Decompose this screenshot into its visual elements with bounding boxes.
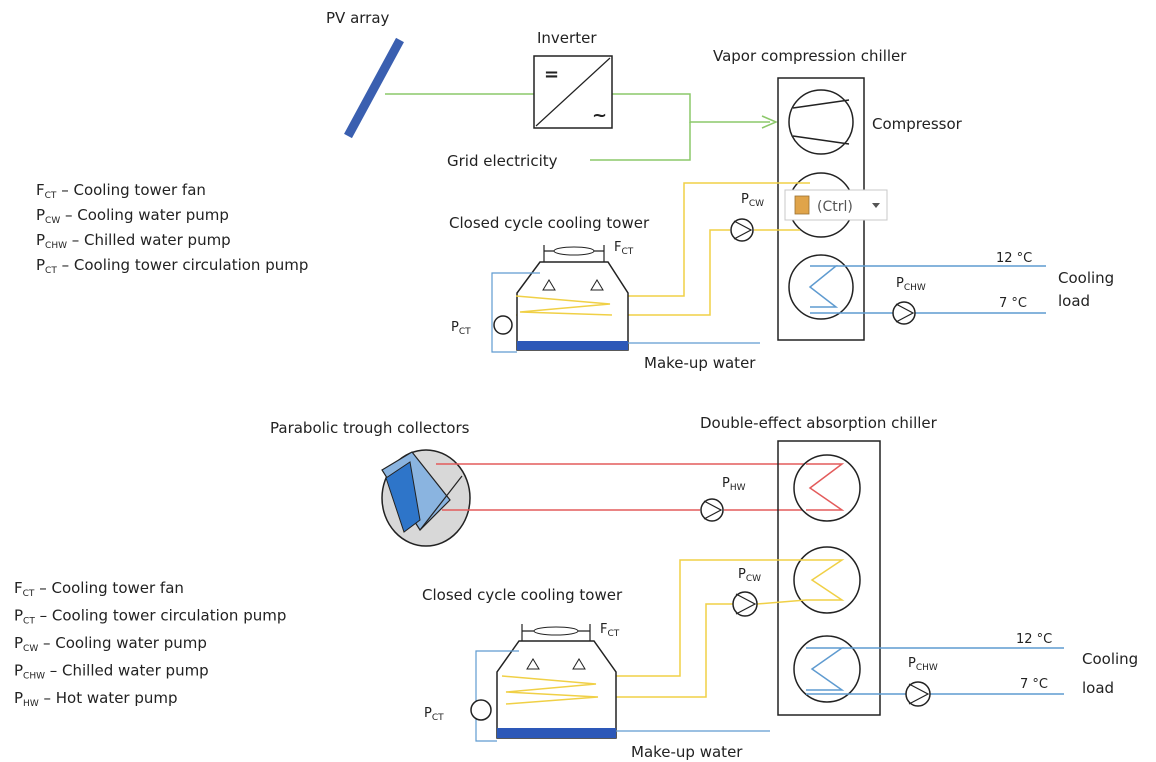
- abs-condenser-coil: [806, 559, 845, 601]
- vc-tower-body: [516, 261, 629, 351]
- vc-cw-pump-arrow-icon: [733, 220, 753, 240]
- abs-temp-7-label: 7 °C: [1020, 677, 1048, 692]
- pv-array-panel: [344, 37, 404, 139]
- abs-tower-coil: [501, 675, 599, 705]
- top-legend-item: PCW – Cooling water pump: [36, 206, 229, 226]
- vc-tower-spray-left-icon: [542, 279, 556, 291]
- abs-cooling-load-label-1: Cooling: [1082, 650, 1138, 668]
- inverter-diagonal: [535, 57, 611, 127]
- vc-tower-basin: [517, 341, 628, 350]
- vc-temp-12-label: 12 °C: [996, 251, 1032, 266]
- abs-cw-pump-label: PCW: [738, 567, 761, 584]
- parabolic-trough-collector: [381, 449, 471, 547]
- vc-cw-pump-label: PCW: [741, 192, 764, 209]
- pv-array-label: PV array: [326, 9, 390, 27]
- abs-makeup-label: Make-up water: [631, 743, 743, 761]
- abs-tower-label: Closed cycle cooling tower: [422, 586, 623, 604]
- vc-tower-spray-right-icon: [590, 279, 604, 291]
- abs-evaporator-coil: [806, 647, 845, 691]
- bottom-legend-item: PCT – Cooling tower circulation pump: [14, 607, 286, 627]
- hw-pump-arrow-icon: [703, 500, 723, 520]
- abs-cw-pump-arrow-icon: [735, 593, 757, 615]
- compressor-icon: [792, 99, 850, 145]
- abs-chw-pump-label: PCHW: [908, 656, 938, 673]
- vc-tower-coil: [515, 295, 613, 316]
- inverter-to-chiller-line: [612, 93, 770, 123]
- compressor-circle: [788, 89, 854, 155]
- bottom-legend-item: PCW – Cooling water pump: [14, 634, 207, 654]
- vc-cooling-load-label-2: load: [1058, 292, 1090, 310]
- paste-options-text: (Ctrl): [817, 199, 853, 215]
- abs-ct-pump-label: PCT: [424, 706, 444, 723]
- top-legend-item: PCHW – Chilled water pump: [36, 231, 231, 251]
- hw-pump: [700, 498, 724, 522]
- vc-evaporator-coil: [808, 265, 839, 308]
- electric-arrow-icon: [761, 115, 778, 129]
- bottom-legend-item: FCT – Cooling tower fan: [14, 579, 184, 599]
- vc-cw-pump: [730, 218, 754, 242]
- abs-tower-fan-label: FCT: [600, 622, 620, 639]
- grid-electric-line: [590, 122, 691, 161]
- vc-cooling-load-label-1: Cooling: [1058, 269, 1114, 287]
- abs-chw-pump-arrow-icon: [908, 683, 930, 705]
- vc-makeup-label: Make-up water: [644, 354, 756, 372]
- vc-chw-pump-label: PCHW: [896, 276, 926, 293]
- abs-tower-spray-left-icon: [526, 658, 540, 670]
- bottom-legend-item: PCHW – Chilled water pump: [14, 662, 209, 682]
- abs-evaporator-circle: [793, 635, 861, 703]
- abs-cw-line-pump-out: [756, 599, 807, 605]
- top-legend-item: FCT – Cooling tower fan: [36, 181, 206, 201]
- abs-chiller-label: Double-effect absorption chiller: [700, 414, 938, 432]
- abs-generator-circle: [793, 454, 861, 522]
- compressor-label: Compressor: [872, 115, 963, 133]
- vc-temp-7-label: 7 °C: [999, 296, 1027, 311]
- inverter-label: Inverter: [537, 29, 597, 47]
- abs-tower-basin: [497, 728, 616, 738]
- vc-evaporator-circle: [788, 254, 854, 320]
- vc-chw-pump-arrow-icon: [895, 303, 915, 323]
- vc-ct-pump-label: PCT: [451, 320, 471, 337]
- vc-chw-pump: [892, 301, 916, 325]
- bottom-legend-item: PHW – Hot water pump: [14, 689, 178, 709]
- vc-tower-circ-line: [491, 272, 540, 353]
- abs-tower-fan-icon: [533, 626, 579, 636]
- hw-pump-label: PHW: [722, 476, 746, 493]
- abs-tower-spray-right-icon: [572, 658, 586, 670]
- grid-electricity-label: Grid electricity: [447, 152, 558, 170]
- abs-cw-pump: [732, 591, 758, 617]
- abs-chiller-box: [777, 440, 881, 716]
- abs-tower-circ-line: [475, 650, 519, 742]
- vc-tower-label: Closed cycle cooling tower: [449, 214, 650, 232]
- inverter-ac-symbol: ~: [592, 105, 607, 126]
- abs-tower-body: [496, 640, 617, 739]
- inverter-dc-symbol: =: [544, 64, 559, 85]
- clipboard-icon: [794, 195, 810, 215]
- paste-dropdown-icon: [872, 203, 880, 208]
- collector-label: Parabolic trough collectors: [270, 419, 470, 437]
- abs-ct-pump: [470, 699, 492, 721]
- abs-chw-pump: [905, 681, 931, 707]
- vc-ct-pump: [493, 315, 513, 335]
- vc-tower-fan-icon: [553, 246, 595, 256]
- vc-tower-fan-label: FCT: [614, 240, 634, 257]
- vc-chiller-label: Vapor compression chiller: [713, 47, 907, 65]
- top-legend-item: PCT – Cooling tower circulation pump: [36, 256, 308, 276]
- abs-cooling-load-label-2: load: [1082, 679, 1114, 697]
- abs-generator-coil: [806, 463, 845, 511]
- abs-condenser-circle: [793, 546, 861, 614]
- abs-temp-12-label: 12 °C: [1016, 632, 1052, 647]
